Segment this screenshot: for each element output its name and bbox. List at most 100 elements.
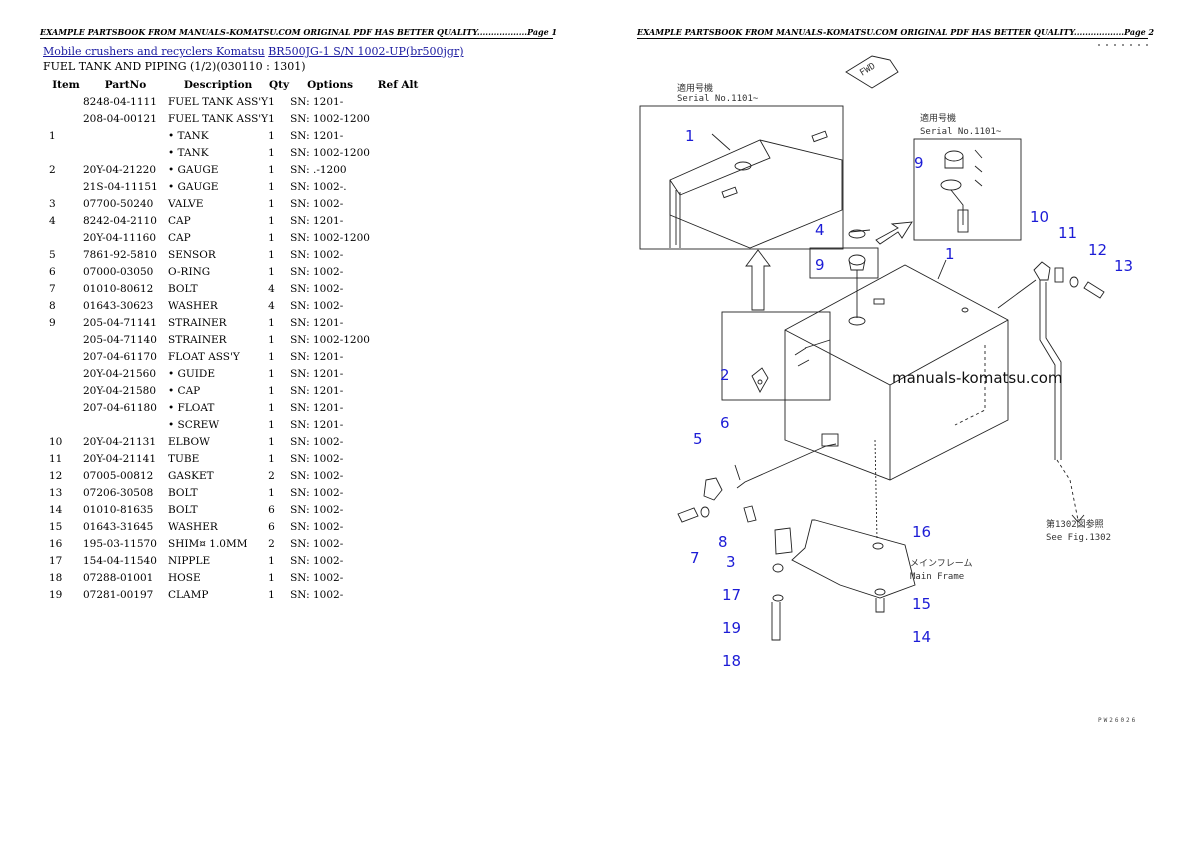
row-options: SN: 1002- bbox=[290, 452, 344, 465]
row-qty: 6 bbox=[268, 503, 275, 516]
fwd-label: FWD bbox=[858, 61, 877, 78]
row-description: • TANK bbox=[168, 146, 209, 159]
column-header-description: Description bbox=[183, 78, 253, 91]
row-qty: 1 bbox=[268, 367, 275, 380]
callout-9: 9 bbox=[815, 256, 825, 274]
row-description: FLOAT ASS'Y bbox=[168, 350, 240, 363]
callout-9-inset: 9 bbox=[914, 154, 924, 172]
drawing-code: PW26026 bbox=[1098, 717, 1137, 724]
callout-12: 12 bbox=[1088, 241, 1107, 259]
row-description: ELBOW bbox=[168, 435, 210, 448]
callout-11: 11 bbox=[1058, 224, 1077, 242]
row-description: WASHER bbox=[168, 299, 218, 312]
row-qty: 1 bbox=[268, 231, 275, 244]
detail-box-cap bbox=[809, 247, 879, 279]
row-options: SN: 1002- bbox=[290, 469, 344, 482]
watermark: manuals-komatsu.com bbox=[892, 369, 1063, 387]
row-options: SN: 1002- bbox=[290, 299, 344, 312]
main-frame-jp: メインフレーム bbox=[910, 558, 972, 569]
callout-18: 18 bbox=[722, 652, 741, 670]
row-partno: 07005-00812 bbox=[83, 469, 154, 482]
row-item: 6 bbox=[49, 265, 56, 278]
row-qty: 1 bbox=[268, 180, 275, 193]
row-partno: 8242-04-2110 bbox=[83, 214, 157, 227]
row-description: • GUIDE bbox=[168, 367, 215, 380]
return-tube bbox=[1039, 280, 1062, 460]
row-description: • TANK bbox=[168, 129, 209, 142]
row-qty: 1 bbox=[268, 486, 275, 499]
row-options: SN: 1201- bbox=[290, 95, 344, 108]
row-qty: 1 bbox=[268, 316, 275, 329]
row-partno: 21S-04-11151 bbox=[83, 180, 158, 193]
row-item: 16 bbox=[49, 537, 63, 550]
row-partno: 7861-92-5810 bbox=[83, 248, 157, 261]
table-row: • SCREW 1 SN: 1201- bbox=[43, 416, 426, 433]
column-header-qty: Qty bbox=[269, 78, 290, 91]
callout-13: 13 bbox=[1114, 257, 1133, 275]
row-item: 9 bbox=[49, 316, 56, 329]
row-description: STRAINER bbox=[168, 333, 227, 346]
row-options: SN: 1201- bbox=[290, 316, 344, 329]
callout-2: 2 bbox=[720, 366, 730, 384]
row-options: SN: 1002-1200 bbox=[290, 146, 370, 159]
row-description: TUBE bbox=[168, 452, 200, 465]
row-description: FUEL TANK ASS'Y bbox=[168, 95, 269, 108]
row-description: • GAUGE bbox=[168, 180, 219, 193]
row-description: WASHER bbox=[168, 520, 218, 533]
row-partno: 207-04-61170 bbox=[83, 350, 157, 363]
elbow-fitting bbox=[1033, 261, 1051, 281]
row-item: 8 bbox=[49, 299, 56, 312]
row-item: 15 bbox=[49, 520, 63, 533]
inset-box-tank-top bbox=[639, 105, 844, 250]
row-options: SN: 1201- bbox=[290, 418, 344, 431]
row-qty: 1 bbox=[268, 248, 275, 261]
serial-label-2: Serial No.1101~ bbox=[920, 127, 1002, 137]
row-description: O-RING bbox=[168, 265, 211, 278]
table-header-row: Item PartNo Description Qty Options Ref … bbox=[43, 76, 426, 93]
row-partno: 07000-03050 bbox=[83, 265, 154, 278]
row-options: SN: 1201- bbox=[290, 384, 344, 397]
main-frame-label: Main Frame bbox=[910, 572, 964, 582]
fwd-arrow-icon bbox=[845, 55, 899, 89]
row-description: • GAUGE bbox=[168, 163, 219, 176]
row-options: SN: 1002-1200 bbox=[290, 112, 370, 125]
row-qty: 1 bbox=[268, 418, 275, 431]
row-qty: 2 bbox=[268, 537, 275, 550]
row-description: • SCREW bbox=[168, 418, 220, 431]
arrow-to-inset-float bbox=[875, 221, 913, 245]
row-options: SN: 1002- bbox=[290, 265, 344, 278]
row-item: 1 bbox=[49, 129, 56, 142]
row-item: 14 bbox=[49, 503, 63, 516]
row-partno: 205-04-71141 bbox=[83, 316, 157, 329]
callout-1-inset: 1 bbox=[685, 127, 695, 145]
row-item: 10 bbox=[49, 435, 63, 448]
row-partno: 207-04-61180 bbox=[83, 401, 157, 414]
row-options: SN: 1002- bbox=[290, 554, 344, 567]
row-qty: 2 bbox=[268, 469, 275, 482]
callout-5: 5 bbox=[693, 430, 703, 448]
model-link[interactable]: BR500JG-1 S/N 1002-UP(br500jgr) bbox=[268, 45, 464, 58]
row-partno: 20Y-04-21141 bbox=[83, 452, 156, 465]
row-qty: 1 bbox=[268, 571, 275, 584]
callout-8: 8 bbox=[718, 533, 728, 551]
row-description: BOLT bbox=[168, 486, 198, 499]
row-qty: 1 bbox=[268, 452, 275, 465]
category-link[interactable]: Mobile crushers and recyclers Komatsu bbox=[43, 45, 265, 58]
row-partno: 154-04-11540 bbox=[83, 554, 157, 567]
row-partno: 07206-30508 bbox=[83, 486, 154, 499]
serial-label-1: Serial No.1101~ bbox=[677, 94, 759, 104]
